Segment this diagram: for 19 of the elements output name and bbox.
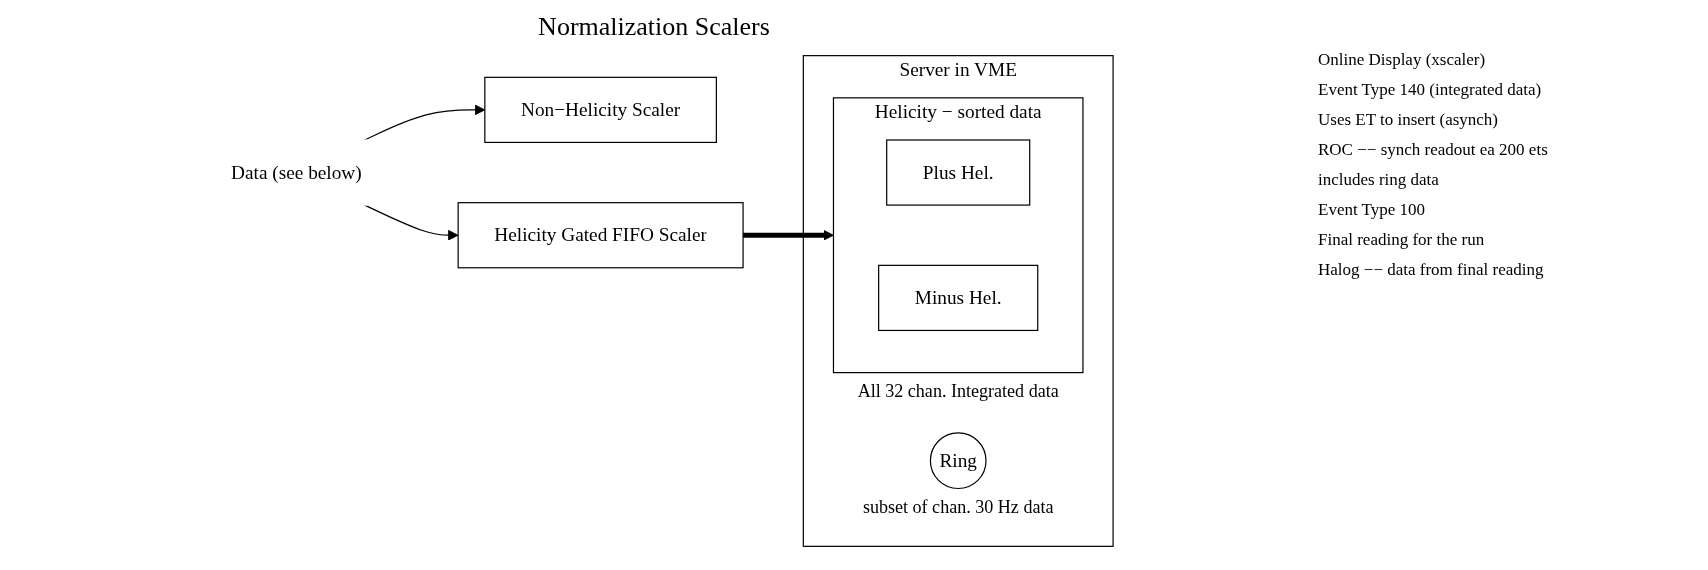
note-text: Online Display (xscaler) xyxy=(1318,50,1487,70)
arrow xyxy=(743,229,834,241)
arrow xyxy=(364,204,459,241)
node-box: Plus Hel. xyxy=(886,139,1031,206)
node-box: Helicity Gated FIFO Scaler xyxy=(457,202,744,269)
node-circle: Ring xyxy=(929,432,987,490)
note-text: includes ring data xyxy=(1318,170,1440,190)
node-box: Non−Helicity Scaler xyxy=(484,76,717,144)
note-text: Halog −− data from final reading xyxy=(1318,260,1545,280)
caption-text: All 32 chan. Integrated data xyxy=(857,380,1059,401)
caption-text: subset of chan. 30 Hz data xyxy=(862,496,1054,517)
note-text: Uses ET to insert (asynch) xyxy=(1318,110,1500,130)
note-text: Event Type 140 (integrated data) xyxy=(1318,80,1543,100)
node-box: Minus Hel. xyxy=(878,264,1039,332)
diagram-title: Normalization Scalers xyxy=(538,12,770,42)
node-text: Data (see below) xyxy=(231,161,362,183)
note-text: Final reading for the run xyxy=(1318,230,1486,250)
note-text: ROC −− synch readout ea 200 ets xyxy=(1318,140,1549,160)
note-text: Event Type 100 xyxy=(1318,200,1427,220)
